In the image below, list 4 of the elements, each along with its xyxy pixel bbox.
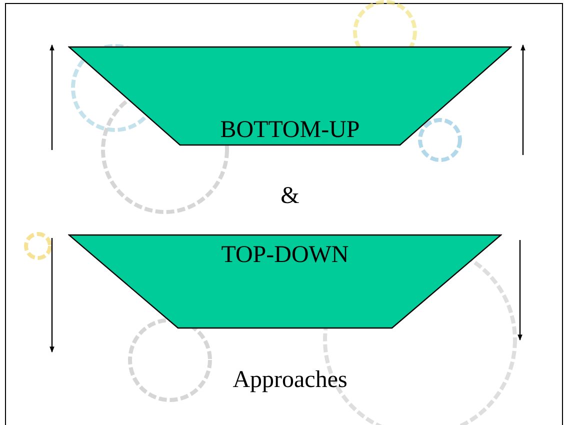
caption-label: Approaches <box>232 367 348 394</box>
ampersand-label: & <box>280 183 300 210</box>
trapezoid-label: TOP-DOWN <box>220 242 350 269</box>
trapezoid-label: BOTTOM-UP <box>219 117 361 144</box>
